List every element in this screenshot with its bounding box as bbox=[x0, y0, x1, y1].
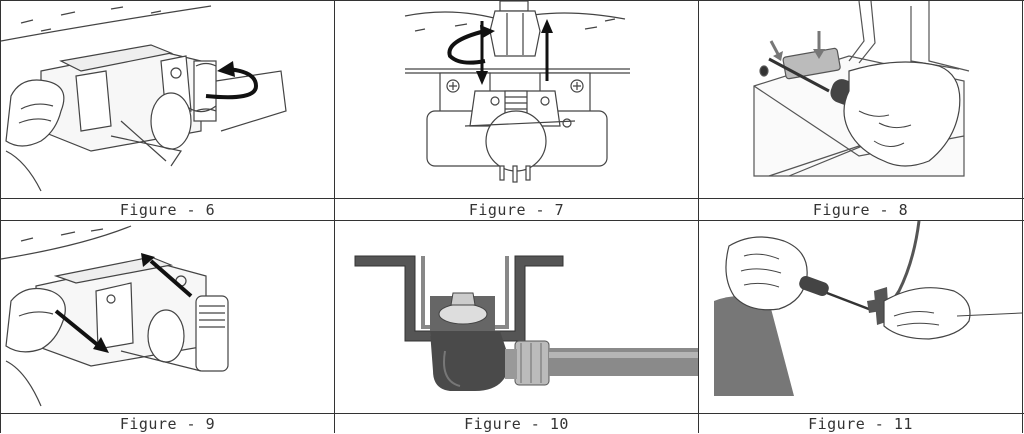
grid-line-row2-image-bottom bbox=[0, 413, 1024, 414]
figure-10-illustration bbox=[335, 221, 698, 413]
figure-6-caption: Figure - 6 bbox=[119, 201, 216, 219]
figure-6-illustration bbox=[1, 1, 334, 198]
figure-11-illustration bbox=[699, 221, 1022, 413]
grid-line-right bbox=[1022, 0, 1023, 433]
figure-9-illustration bbox=[1, 221, 334, 413]
figure-8-illustration bbox=[699, 1, 1022, 198]
grid-line-left bbox=[0, 0, 1, 433]
figure-7-illustration bbox=[335, 1, 698, 198]
figure-10-caption: Figure - 10 bbox=[464, 415, 569, 433]
figure-8-caption: Figure - 8 bbox=[812, 201, 909, 219]
figure-9-caption: Figure - 9 bbox=[119, 415, 216, 433]
grid-line-col2 bbox=[698, 0, 699, 433]
grid-line-col1 bbox=[334, 0, 335, 433]
grid-line-row1-caption-bottom bbox=[0, 220, 1024, 221]
grid-line-row1-image-bottom bbox=[0, 198, 1024, 199]
figure-11-caption: Figure - 11 bbox=[808, 415, 913, 433]
figure-7-caption: Figure - 7 bbox=[468, 201, 565, 219]
